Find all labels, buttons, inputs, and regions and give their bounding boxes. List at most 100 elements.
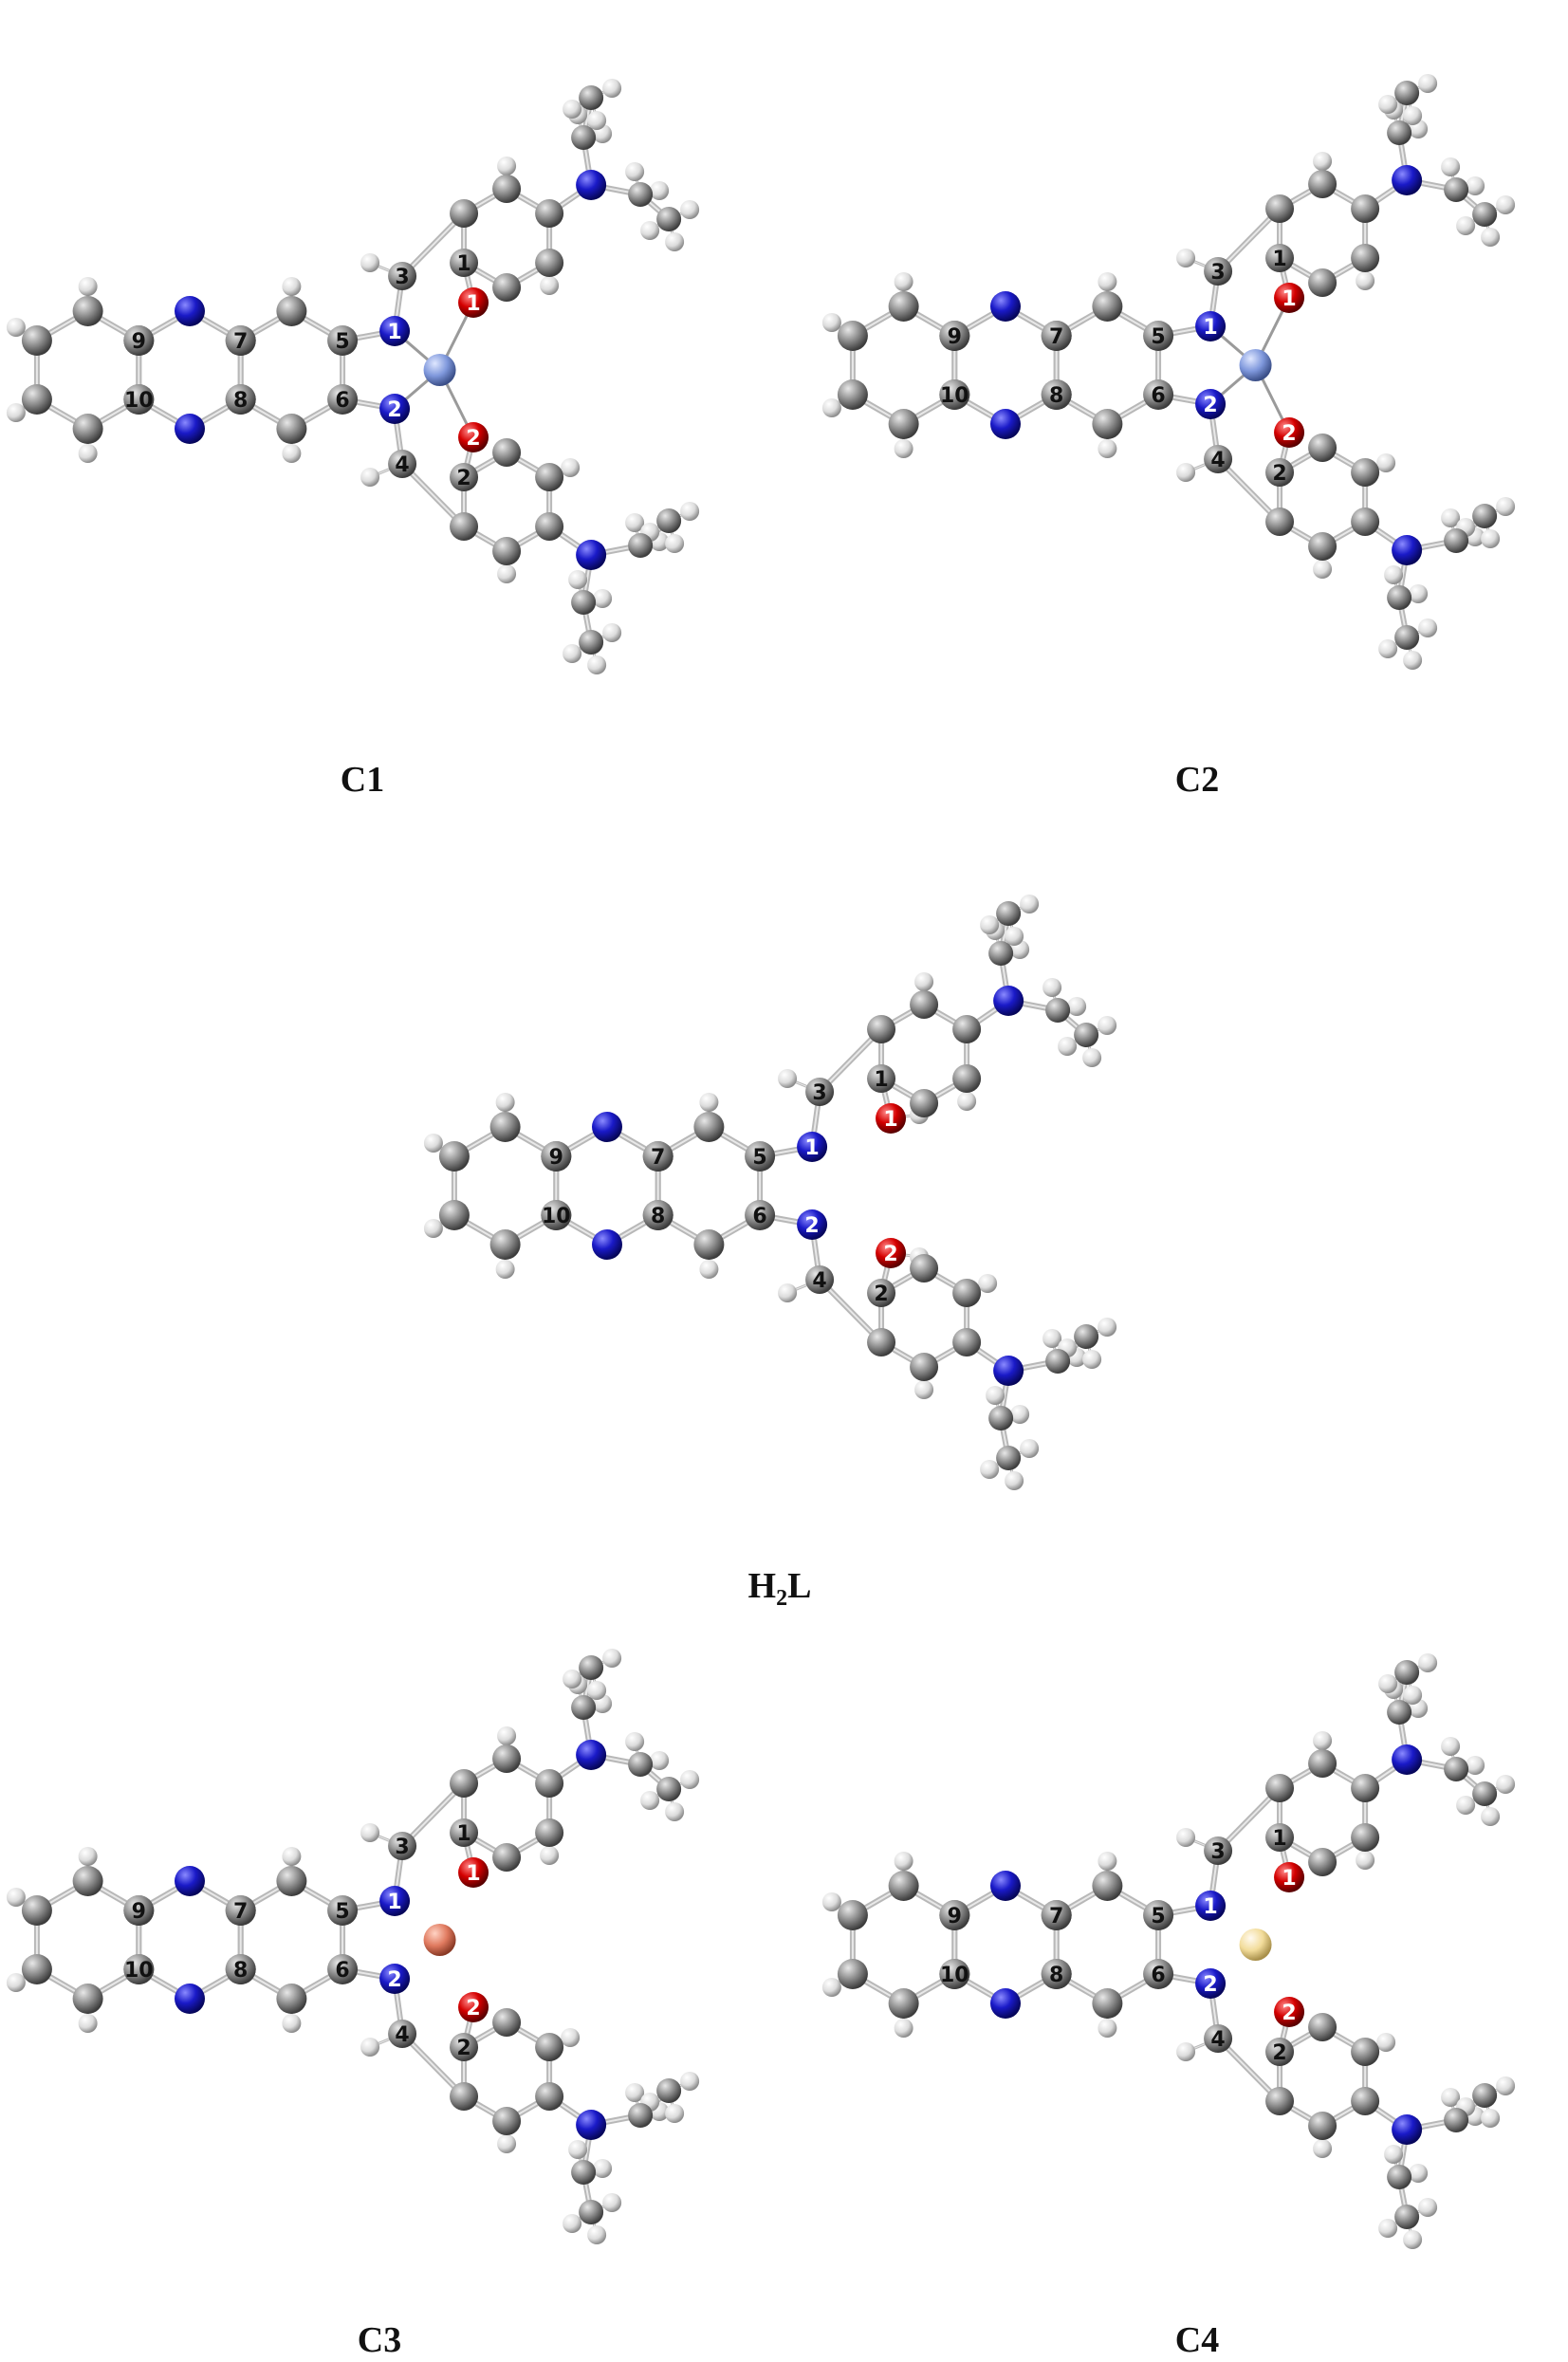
atom-number-label: 10	[124, 1959, 154, 1983]
atom-number-label: 9	[132, 1900, 146, 1924]
carbon-atom	[388, 450, 417, 478]
carbon-atom	[805, 1078, 835, 1106]
carbon-atom	[450, 512, 479, 541]
carbon-atom	[535, 2033, 564, 2061]
carbon-atom	[1041, 321, 1072, 351]
carbon-atom	[1387, 120, 1412, 145]
carbon-atom	[72, 1866, 103, 1896]
hydrogen-atom	[1409, 584, 1429, 603]
hydrogen-atom	[980, 915, 1000, 934]
hydrogen-atom	[6, 1973, 26, 1992]
caption-c1: C1	[340, 760, 385, 800]
atom-number-label: 3	[812, 1081, 826, 1105]
hydrogen-atom	[1176, 249, 1196, 268]
carbon-atom	[1394, 81, 1420, 105]
hydrogen-atom	[650, 181, 670, 200]
hydrogen-atom	[1376, 453, 1396, 472]
hydrogen-atom	[1067, 997, 1087, 1016]
carbon-atom	[1308, 434, 1337, 462]
carbon-atom	[939, 1959, 970, 1989]
hydrogen-atom	[1313, 1731, 1333, 1750]
hydrogen-atom	[914, 972, 934, 991]
carbon-atom	[72, 414, 103, 444]
hydrogen-atom	[1098, 2019, 1117, 2038]
carbon-atom	[656, 2078, 682, 2103]
atom-number-label: 2	[456, 467, 470, 490]
carbon-atom	[952, 1015, 982, 1043]
atom-number-label: 1	[804, 1136, 819, 1160]
hydrogen-atom	[1456, 216, 1476, 235]
oxygen-atom	[1274, 1862, 1305, 1892]
atom-number-label: 3	[395, 1836, 409, 1859]
carbon-atom	[1204, 1836, 1233, 1865]
carbon-atom	[1472, 504, 1498, 528]
atom-number-label: 9	[948, 325, 962, 349]
atom-number-label: 7	[233, 1900, 248, 1924]
carbon-atom	[1092, 291, 1123, 322]
hydrogen-atom	[1418, 1653, 1438, 1672]
nitrogen-atom	[993, 1356, 1024, 1386]
hydrogen-atom	[1409, 2164, 1429, 2183]
hydrogen-atom	[593, 589, 613, 608]
atom-number-label: 2	[1203, 394, 1217, 417]
atom-number-label: 5	[335, 330, 349, 354]
atom-number-label: 6	[1151, 384, 1165, 408]
caption-c2: C2	[1174, 760, 1220, 800]
carbon-atom	[1143, 1900, 1174, 1930]
hydrogen-atom	[1378, 2219, 1398, 2238]
carbon-atom	[450, 199, 479, 228]
caption-h2l-tail: L	[787, 1566, 812, 1606]
carbon-atom	[888, 1871, 919, 1901]
carbon-atom	[1351, 1823, 1380, 1852]
atom-number-label: 2	[1272, 462, 1286, 486]
carbon-atom	[1308, 2112, 1337, 2140]
hydrogen-atom	[1176, 2042, 1196, 2061]
carbon-atom	[1308, 170, 1337, 198]
bond-highlight	[1217, 1787, 1282, 1852]
carbon-atom	[628, 1752, 654, 1777]
carbon-atom	[438, 1200, 470, 1230]
nitrogen-atom	[379, 1886, 411, 1916]
hydrogen-atom	[587, 2225, 607, 2244]
atom-number-label: 2	[883, 1243, 897, 1266]
carbon-atom	[450, 463, 479, 491]
atom-number-label: 2	[1272, 2041, 1286, 2065]
hydrogen-atom	[1378, 95, 1398, 114]
hydrogen-atom	[423, 1219, 443, 1238]
nitrogen-atom	[1392, 165, 1423, 195]
carbon-atom	[327, 384, 359, 415]
carbon-atom	[1041, 379, 1072, 410]
hydrogen-atom	[650, 1751, 670, 1770]
carbon-atom	[535, 249, 564, 277]
atom-number-label: 1	[456, 252, 470, 276]
carbon-atom	[450, 2033, 479, 2061]
hydrogen-atom	[625, 2083, 645, 2102]
atom-number-label: 5	[1151, 1905, 1165, 1928]
bond-highlight	[401, 212, 466, 277]
carbon-atom	[1351, 2087, 1380, 2115]
atom-number-label: 5	[335, 1900, 349, 1924]
hydrogen-atom	[680, 502, 700, 521]
carbon-atom	[276, 1866, 307, 1896]
hydrogen-atom	[1496, 195, 1516, 214]
nitrogen-atom	[1195, 311, 1227, 341]
hydrogen-atom	[561, 2028, 581, 2047]
carbon-atom	[1308, 532, 1337, 561]
carbon-atom	[571, 2160, 597, 2185]
carbon-atom	[837, 321, 868, 351]
atom-number-label: 2	[466, 1997, 480, 2021]
carbon-atom	[579, 85, 604, 110]
carbon-atom	[276, 296, 307, 326]
carbon-atom	[123, 1954, 155, 1984]
carbon-atom	[541, 1200, 572, 1230]
atom-number-label: 8	[651, 1205, 665, 1228]
atom-number-label: 1	[466, 292, 480, 316]
carbon-atom	[1308, 2013, 1337, 2041]
carbon-atom	[837, 1959, 868, 1989]
atom-number-label: 6	[335, 1959, 349, 1983]
carbon-atom	[1092, 409, 1123, 439]
carbon-atom	[492, 273, 522, 302]
hydrogen-atom	[602, 79, 622, 98]
carbon-atom	[1074, 1023, 1099, 1047]
